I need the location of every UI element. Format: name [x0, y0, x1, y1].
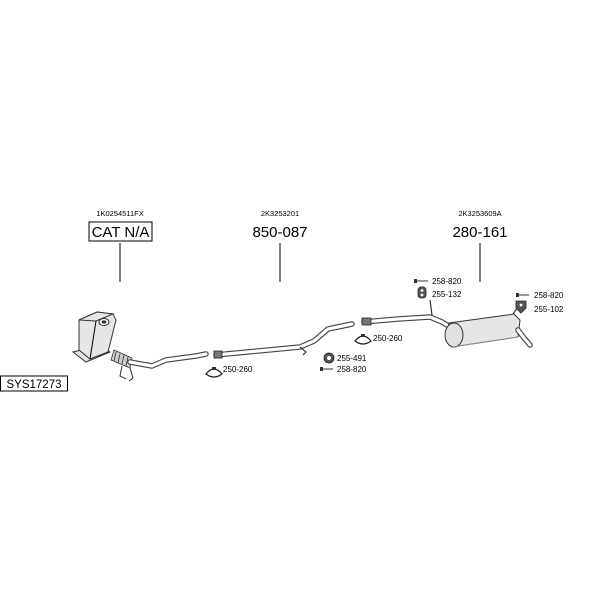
diagram-id: SYS17273	[7, 379, 62, 391]
bolt-rear-right-label: 258-820	[534, 291, 564, 300]
rubber-mount-mid[interactable]: 255-491	[323, 352, 367, 364]
clamp-front-label: 250-260	[223, 365, 253, 374]
clamp-front[interactable]: 250-260	[205, 365, 253, 378]
rear-silencer-assembly[interactable]	[361, 299, 533, 348]
part-number-catalyst[interactable]: CAT N/A	[92, 224, 150, 241]
diagram-id-box	[0, 375, 68, 392]
rubber-rear-right-label: 255-102	[534, 305, 564, 314]
rubber-mount-rear-right[interactable]: 255-102	[515, 300, 564, 314]
part-number-rear-silencer[interactable]: 280-161	[452, 224, 507, 241]
part-number-centre-pipe[interactable]: 850-087	[252, 224, 307, 241]
bolt-mid[interactable]: 258-820	[320, 365, 367, 374]
clamp-mid-label: 250-260	[373, 334, 403, 343]
catalyst-assembly[interactable]	[71, 311, 209, 382]
rubber-rear-top-label: 255-132	[432, 290, 462, 299]
oe-number-centre-pipe: 2K3253201	[261, 209, 299, 218]
bolt-rear-top[interactable]: 258-820	[414, 277, 462, 286]
bolt-rear-right[interactable]: 258-820	[516, 291, 564, 300]
bolt-mid-label: 258-820	[337, 365, 367, 374]
oe-number-rear-silencer: 2K3253609A	[458, 209, 501, 218]
clamp-mid[interactable]: 250-260	[354, 334, 403, 345]
bolt-rear-top-label: 258-820	[432, 277, 462, 286]
catalyst-part-box	[88, 221, 153, 242]
oe-number-catalyst: 1K0254511FX	[96, 209, 143, 218]
rubber-mount-rear-top[interactable]: 255-132	[417, 286, 462, 299]
rubber-mid-label: 255-491	[337, 354, 367, 363]
centre-pipe-assembly[interactable]	[213, 321, 355, 359]
